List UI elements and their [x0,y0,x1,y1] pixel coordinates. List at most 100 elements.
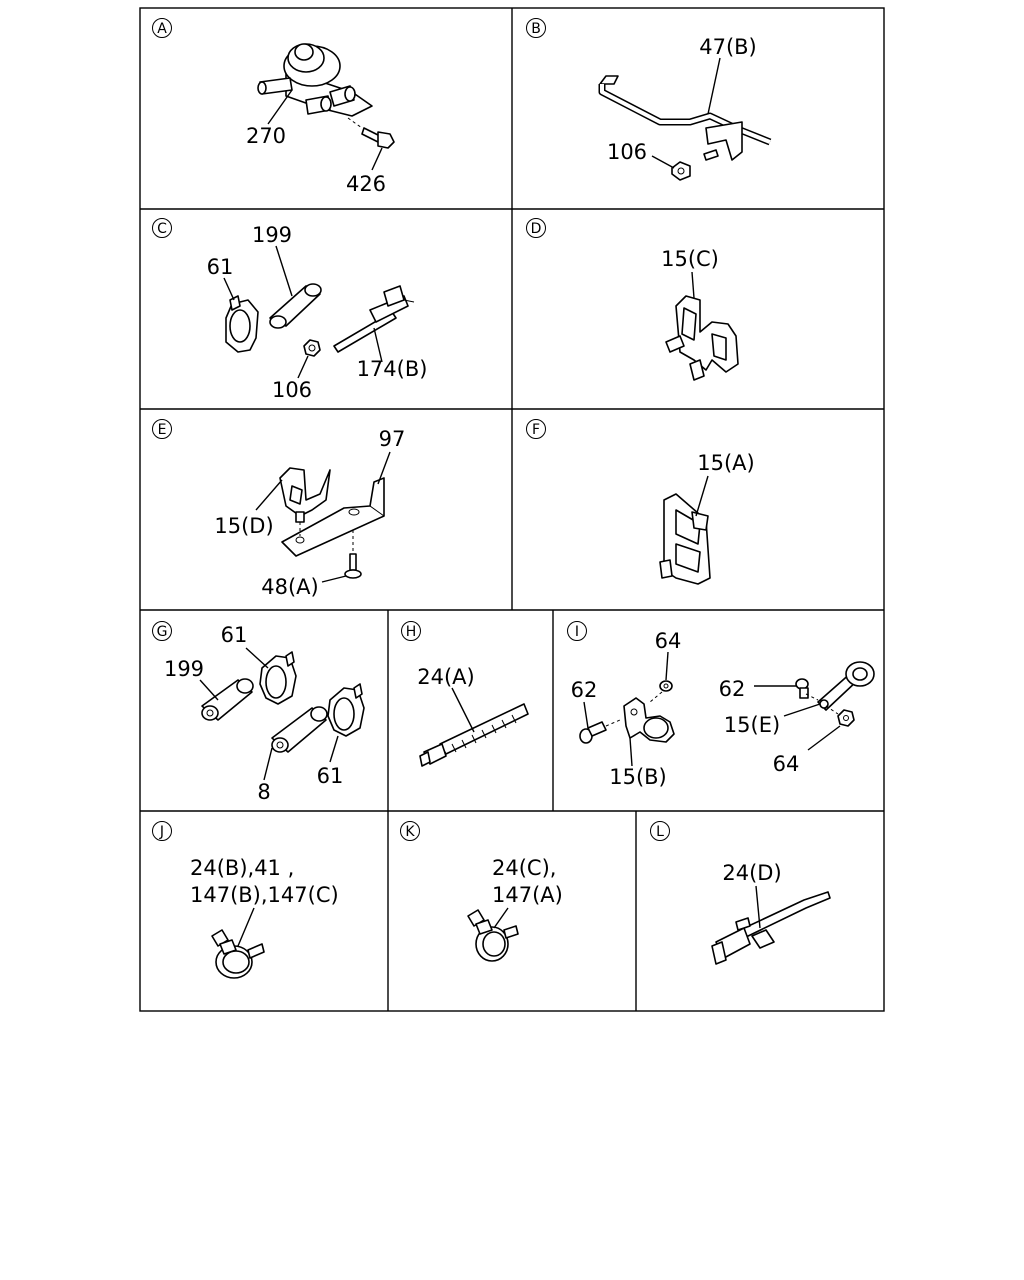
svg-text:B: B [531,21,541,37]
leader-8 [263,747,273,781]
panel-f: F 15(A) [526,419,755,585]
leader-15b [629,737,633,767]
panel-e-letter: E [152,419,172,439]
panel-i: I [567,621,875,789]
leader-64-bottom [807,725,841,751]
clamp-61-g-top-drawing [259,651,297,705]
svg-text:F: F [532,422,540,438]
sleeve-199-c-drawing [269,283,322,329]
cable-tie-24a-drawing [419,703,529,767]
sleeve-8-drawing [271,706,328,753]
label-24d: 24(D) [722,861,781,885]
panel-g: G 61 199 8 61 [152,621,365,804]
panel-j-letter: J [152,821,172,841]
leader-174b [373,327,383,363]
svg-text:L: L [656,824,664,840]
panel-i-letter: I [567,621,587,641]
diagram-grid [139,7,885,1012]
leader-62-left [583,701,589,729]
leader-61-g-top [245,647,269,669]
leader-270 [267,89,293,125]
label-15b: 15(B) [609,765,667,789]
tie-24d-drawing [711,891,831,965]
label-97: 97 [379,427,406,451]
svg-text:C: C [157,221,167,237]
label-15c: 15(C) [661,247,719,271]
leader-97 [377,451,391,485]
svg-text:J: J [159,824,164,840]
leader-61-c [223,277,235,301]
label-106-c: 106 [272,378,312,402]
hose-clamp-24c-drawing [467,909,519,962]
ring-terminal-15e-drawing [817,661,875,711]
svg-text:I: I [575,624,579,640]
panel-l: L 24(D) [650,821,831,965]
svg-text:K: K [405,824,415,840]
leader-24b [237,907,255,947]
label-426: 426 [346,172,386,196]
leader-24d [755,885,761,929]
clip-15c-drawing [665,295,739,381]
label-48a: 48(A) [261,575,318,599]
nut-64-top-drawing [649,680,673,703]
label-15e: 15(E) [724,713,780,737]
stud-174b-drawing [333,285,415,353]
panel-k-letter: K [400,821,420,841]
panel-h-letter: H [401,621,421,641]
panel-d-letter: D [526,218,546,238]
panel-j: J 24(B),41 , 147(B),147(C) [152,821,339,979]
panel-b: B 47(B) 106 [526,18,772,181]
label-61-g-top: 61 [221,623,248,647]
clamp-61-g-bottom-drawing [327,683,365,737]
label-24b-41: 24(B),41 , [190,856,294,880]
label-61-g-bottom: 61 [317,764,344,788]
panel-d: D 15(C) [526,218,739,381]
leader-24c [493,907,509,929]
leader-106-c [297,355,309,379]
label-8: 8 [257,780,270,804]
panel-a-letter: A [152,18,172,38]
label-24a: 24(A) [417,665,474,689]
svg-text:D: D [531,221,542,237]
svg-text:H: H [406,624,417,640]
nut-106-c-drawing [303,339,321,357]
panel-b-letter: B [526,18,546,38]
leader-15e [783,703,821,717]
label-199-c: 199 [252,223,292,247]
nut-106-b-drawing [671,149,719,181]
label-147a: 147(A) [492,883,563,907]
label-62-right: 62 [719,677,746,701]
label-64-bottom: 64 [773,752,800,776]
nut-64-bottom-drawing [825,705,855,727]
vacuum-valve-drawing [257,43,373,117]
leader-15a [695,475,709,517]
bolt-62-right-drawing [795,678,819,701]
label-47b: 47(B) [699,35,757,59]
label-15a: 15(A) [697,451,754,475]
hose-clamp-24b-drawing [211,929,265,979]
leader-61-g-bottom [329,735,339,763]
label-62-left: 62 [571,678,598,702]
clip-15d-drawing [279,467,331,536]
leader-48a [321,575,347,583]
svg-text:G: G [157,624,168,640]
panel-a: A 270 426 [152,18,395,196]
label-24c: 24(C), [492,856,556,880]
clip-15a-drawing [659,493,711,585]
sleeve-199-g-drawing [201,678,254,721]
label-147b-147c: 147(B),147(C) [190,883,339,907]
bolt-426-drawing [347,117,395,149]
panel-c: C 199 61 106 174(B) [152,218,427,402]
label-61-c: 61 [207,255,234,279]
leader-24a [451,687,475,733]
panel-h: H 24(A) [401,621,529,767]
panel-e: E 97 15(D) 48(A) [152,419,406,599]
leader-199-g [199,679,219,701]
leader-15d [255,479,283,511]
label-15d: 15(D) [214,514,273,538]
panel-c-letter: C [152,218,172,238]
leader-64-top [665,651,669,681]
panel-l-letter: L [650,821,670,841]
panel-g-letter: G [152,621,172,641]
pipe-47b-drawing [598,75,772,161]
